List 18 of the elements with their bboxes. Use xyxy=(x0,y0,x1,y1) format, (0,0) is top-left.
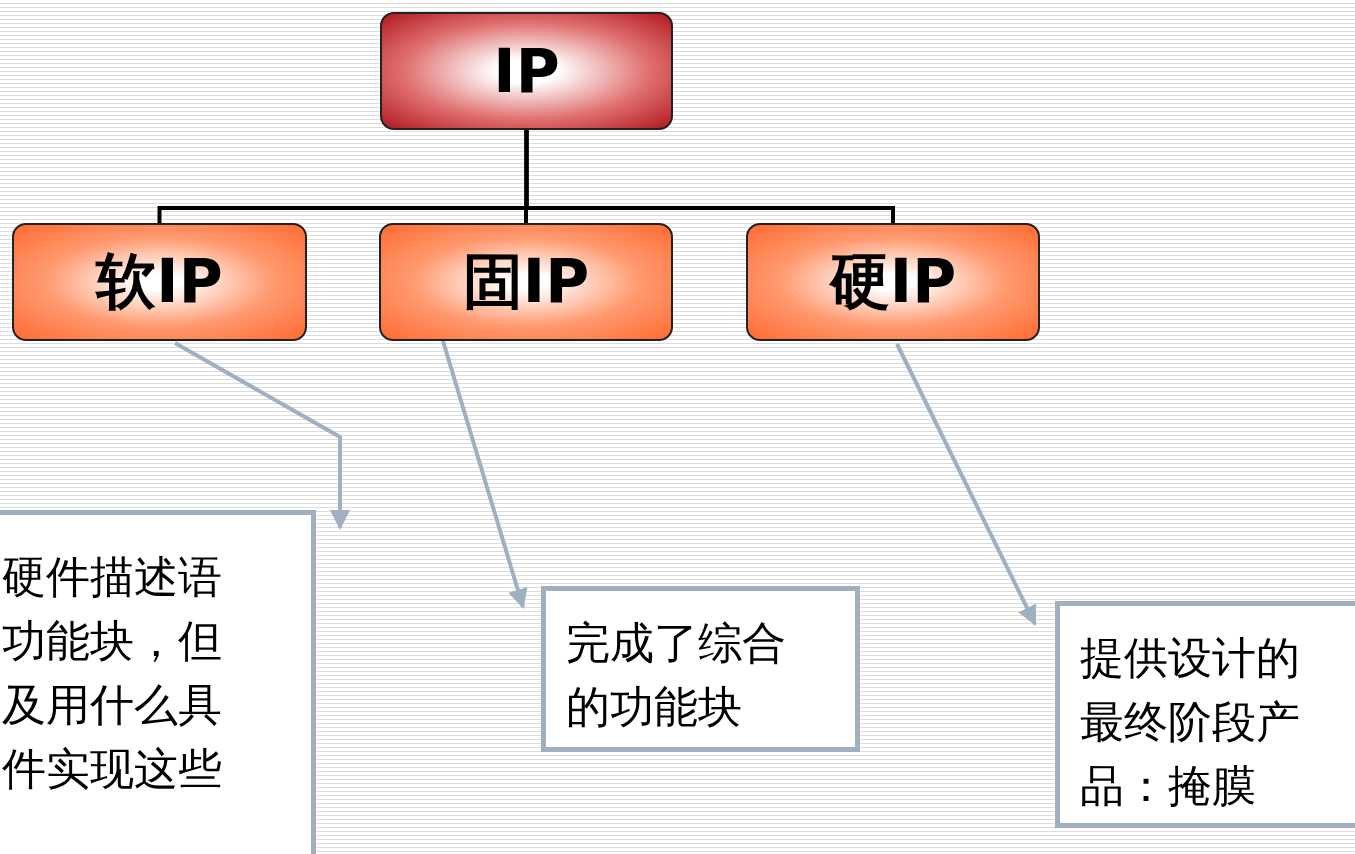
category-box xyxy=(12,223,307,341)
node-label: 完成了综合的功能块 xyxy=(566,616,787,734)
node-label: 硬件描述语功能块，但及用什么具件实现这些 xyxy=(2,550,223,796)
arrow xyxy=(895,343,1037,626)
note-box xyxy=(541,586,860,752)
category-box xyxy=(746,223,1040,341)
node-label: 提供设计的最终阶段产品：掩膜 xyxy=(1080,631,1301,813)
category-box xyxy=(379,223,673,341)
arrow xyxy=(174,341,350,530)
arrow xyxy=(441,340,528,609)
node-label: 软IP xyxy=(96,244,223,318)
node-label: 硬IP xyxy=(829,244,957,318)
node-label: IP xyxy=(493,36,560,106)
node-label: 固IP xyxy=(462,244,590,318)
connector-line xyxy=(524,130,895,223)
note-box xyxy=(1055,601,1355,828)
note-box xyxy=(0,510,316,854)
root-box xyxy=(380,12,673,130)
